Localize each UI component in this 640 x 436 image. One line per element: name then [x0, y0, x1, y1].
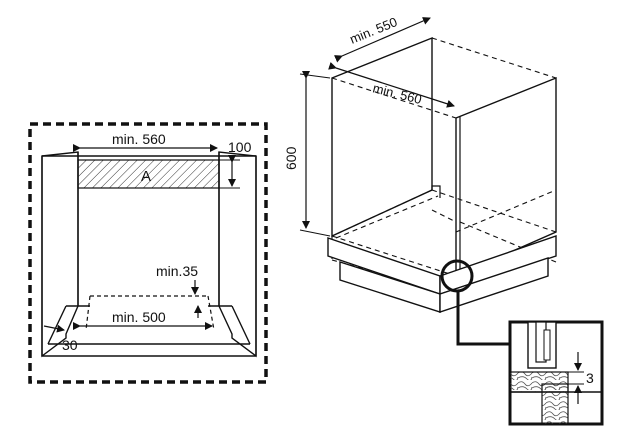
dim-600-ext-bottom — [299, 229, 331, 237]
detail-inset: 3 — [508, 320, 604, 426]
zone-a — [77, 159, 220, 189]
cabinet-outline-right — [218, 151, 257, 358]
guide-floor-diag — [431, 209, 457, 223]
dim-600-ext-top — [299, 73, 331, 79]
left-side-panel — [331, 36, 433, 238]
dim-height-label: 100 — [228, 139, 252, 155]
dim-base-label: min. 500 — [112, 309, 166, 325]
plinth-right — [439, 235, 557, 295]
dim-edge-label: 30 — [62, 337, 78, 353]
guide-floor-diag-2 — [335, 195, 439, 239]
base-opening-right — [207, 295, 215, 331]
dim-width-iso-line — [328, 62, 455, 108]
detail-panel-core — [543, 329, 551, 361]
isometric-view: 600 min. 550 min. 560 — [283, 14, 557, 346]
detail-wood-block-2 — [541, 383, 569, 425]
detail-gap-label: 3 — [586, 370, 594, 386]
floor-step — [431, 185, 441, 198]
guide-bottom-back — [431, 189, 557, 233]
dim-width-label: min. 560 — [112, 131, 166, 147]
guide-floor-right — [455, 189, 557, 233]
cabinet-outline — [41, 151, 79, 358]
zone-a-label: A — [141, 168, 151, 185]
dim-height-600-label: 600 — [283, 146, 299, 170]
guide-top-right — [431, 37, 557, 79]
base-opening-left — [85, 295, 91, 331]
dim-depth-line — [333, 17, 431, 63]
plinth-base-right — [439, 257, 549, 313]
detail-leader-line — [456, 291, 510, 346]
guide-floor-mid — [331, 189, 433, 237]
cabinet-floor-right — [231, 305, 251, 345]
guide-floor-left — [331, 235, 457, 277]
dim-edge-arrow — [43, 324, 65, 333]
front-view-frame — [28, 122, 268, 384]
dim-gap-label: min.35 — [156, 263, 198, 279]
front-view: A min. 560 100 min.35 min. 500 30 — [28, 122, 268, 384]
